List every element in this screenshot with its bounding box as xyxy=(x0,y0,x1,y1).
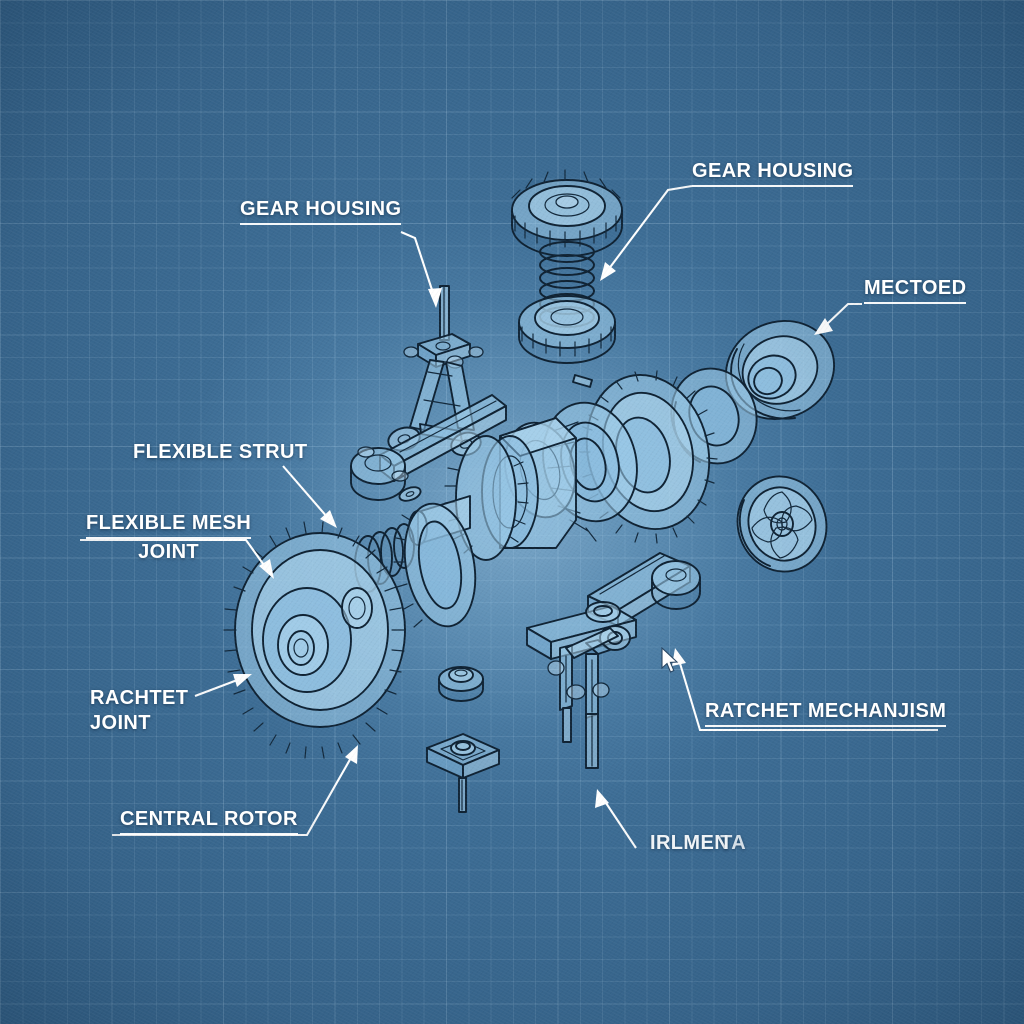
label-text-part1: IRLMEN xyxy=(650,832,730,854)
label-underline xyxy=(692,185,854,188)
label-text: GEAR HOUSING xyxy=(692,160,854,182)
part-mesh-joint-stack xyxy=(354,417,577,628)
callout-label-flexible-strut[interactable]: FLEXIBLE STRUT xyxy=(133,441,308,463)
callout-label-flexible-mesh-joint[interactable]: FLEXIBLE MESH JOINT xyxy=(86,512,252,564)
label-text-line2: JOINT xyxy=(138,541,200,564)
label-underline xyxy=(705,725,947,728)
label-text-part2: TA xyxy=(720,832,747,854)
label-underline xyxy=(864,302,967,305)
callout-label-mectoed[interactable]: MECTOED xyxy=(864,277,967,305)
part-strut-linkage xyxy=(350,285,593,502)
part-ratchet-bracket xyxy=(526,552,701,769)
label-text-line1: RACHTET xyxy=(90,687,189,709)
label-text: MECTOED xyxy=(864,277,967,299)
part-central-rotor-gear xyxy=(223,521,406,759)
label-text-line2: JOINT xyxy=(90,712,151,735)
callout-label-irlmenta[interactable]: IRLMENTA xyxy=(650,832,755,854)
part-washer-small xyxy=(438,666,484,702)
label-text: RATCHET MECHANJISM xyxy=(705,700,947,722)
part-spoked-impeller xyxy=(736,475,828,573)
label-text: FLEXIBLE STRUT xyxy=(133,441,308,463)
label-underline xyxy=(86,537,252,540)
mouse-cursor xyxy=(661,647,679,673)
callout-label-gear-housing-right[interactable]: GEAR HOUSING xyxy=(692,160,854,188)
part-spring-gear-stack xyxy=(511,169,623,364)
callout-label-rachtet-joint[interactable]: RACHTET JOINT xyxy=(90,687,188,735)
callout-label-ratchet-mechanjism[interactable]: RATCHET MECHANJISM xyxy=(705,700,947,728)
label-text-line1: FLEXIBLE MESH xyxy=(86,512,252,534)
callout-label-central-rotor[interactable]: CENTRAL ROTOR xyxy=(120,808,298,836)
label-text: CENTRAL ROTOR xyxy=(120,808,298,830)
label-text: GEAR HOUSING xyxy=(240,198,402,220)
label-underline xyxy=(120,833,298,836)
part-mount-plate xyxy=(426,733,500,813)
label-underline xyxy=(240,223,402,226)
callout-label-gear-housing-left[interactable]: GEAR HOUSING xyxy=(240,198,402,226)
